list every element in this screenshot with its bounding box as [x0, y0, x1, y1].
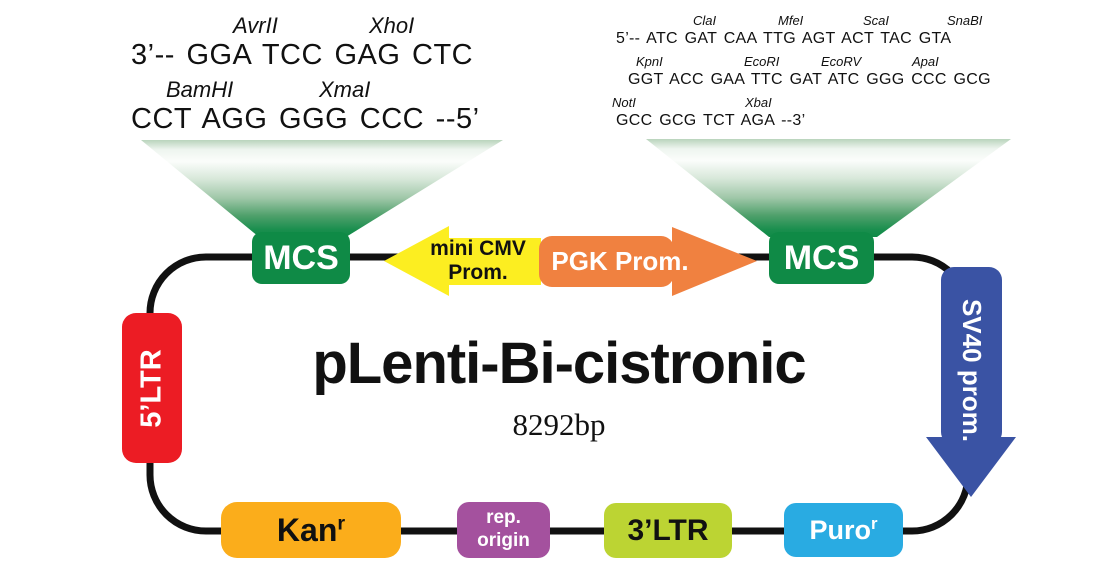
left-mcs-callout-funnel: [141, 140, 503, 237]
enzyme-label-snabi: SnaBI: [947, 13, 983, 28]
enzyme-label-xhoi: XhoI: [369, 13, 415, 38]
sv40-promoter-label: SV40 prom.: [941, 268, 1002, 473]
mini-cmv-label-line2: Prom.: [448, 261, 508, 284]
left-sequence-top-strand: 3’-- GGA TCC GAG CTC: [131, 39, 474, 71]
mcs-left-box: MCS: [252, 232, 350, 284]
enzyme-label-mfei: MfeI: [778, 13, 804, 28]
ltr3-box: 3’LTR: [604, 503, 732, 558]
pgk-label-text: PGK Prom.: [551, 246, 689, 277]
enzyme-label-scai: ScaI: [863, 13, 890, 28]
puro-resistance-box: Puror: [784, 503, 903, 557]
enzyme-label-clai: ClaI: [693, 13, 717, 28]
enzyme-label-ecorv: EcoRV: [821, 54, 862, 69]
mini-cmv-label-line1: mini CMV: [430, 236, 526, 260]
enzyme-label-bamhi: BamHI: [166, 77, 234, 102]
enzyme-label-noti: NotI: [612, 95, 636, 110]
mini-cmv-promoter-arrow: [384, 226, 541, 296]
enzyme-label-kpni: KpnI: [636, 54, 663, 69]
enzyme-label-xbai: XbaI: [745, 95, 772, 110]
kan-label: Kanr: [276, 511, 346, 548]
ltr5-box: 5’LTR: [122, 313, 182, 463]
pgk-promoter-arrow-head: [672, 227, 757, 296]
mcs-right-label: MCS: [783, 238, 860, 277]
enzyme-label-ecori: EcoRI: [744, 54, 780, 69]
ltr5-label: 5’LTR: [135, 348, 168, 428]
right-sequence-line2: GGT ACC GAA TTC GAT ATC GGG CCC GCG: [628, 71, 991, 88]
right-sequence-line1: 5’-- ATC GAT CAA TTG AGT ACT TAC GTA: [616, 30, 952, 47]
plasmid-title: pLenti-Bi-cistronic: [312, 331, 806, 396]
rep-origin-box: rep. origin: [457, 502, 550, 558]
rep-origin-line1: rep.: [486, 507, 521, 529]
mcs-left-label: MCS: [263, 238, 339, 277]
enzyme-label-apai: ApaI: [912, 54, 939, 69]
ltr3-label: 3’LTR: [627, 513, 709, 547]
sv40-promoter-arrow-body: [941, 267, 1002, 445]
right-sequence-line3: GCC GCG TCT AGA --3’: [616, 112, 806, 129]
mini-cmv-promoter-label: mini CMV Prom.: [413, 234, 543, 288]
sv40-label-text: SV40 prom.: [957, 298, 987, 443]
puro-label: Puror: [809, 513, 878, 545]
kan-resistance-box: Kanr: [221, 502, 401, 558]
sv40-promoter-arrow-head: [926, 437, 1016, 497]
pgk-promoter-arrow-body: [539, 236, 674, 287]
right-mcs-callout-funnel: [646, 139, 1011, 237]
plasmid-size: 8292bp: [512, 407, 606, 442]
enzyme-label-avrii: AvrII: [233, 13, 278, 38]
rep-origin-line2: origin: [477, 530, 530, 551]
pgk-promoter-label: PGK Prom.: [540, 243, 700, 281]
mcs-right-box: MCS: [769, 232, 874, 284]
enzyme-label-xmai: XmaI: [319, 77, 371, 102]
left-sequence-bottom-strand: CCT AGG GGG CCC --5’: [131, 103, 480, 135]
